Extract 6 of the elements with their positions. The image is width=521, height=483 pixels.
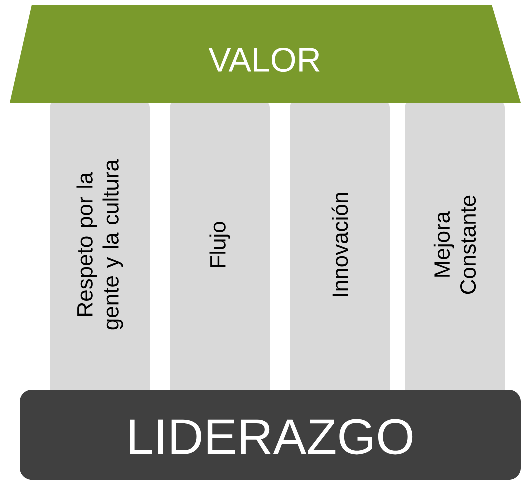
base-block: LIDERAZGO [20, 390, 521, 480]
pillar: Innovación [290, 100, 390, 405]
pillar: Mejora Constante [405, 100, 505, 405]
pillar: Respeto por la gente y la cultura [50, 100, 150, 405]
pillar: Flujo [170, 100, 270, 405]
roof: VALOR [10, 5, 521, 103]
